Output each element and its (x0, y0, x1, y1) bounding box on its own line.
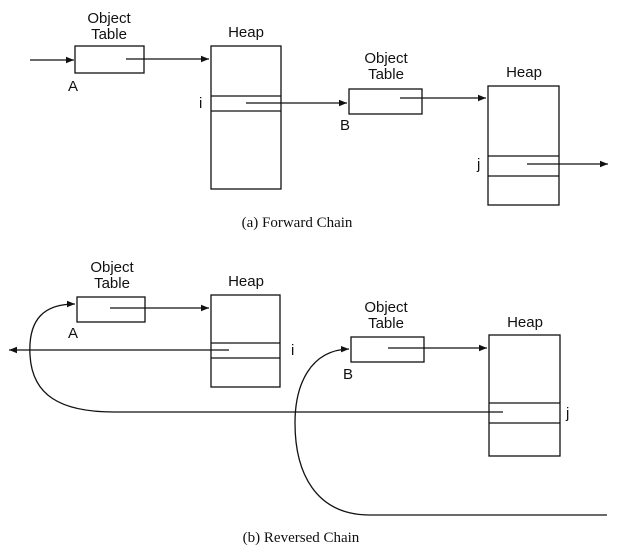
pointer-j-to-a-curve (29, 300, 503, 413)
label-i-rev: i (291, 342, 295, 359)
label-j: j (477, 156, 481, 173)
heap-label-1-rev: Heap (228, 273, 264, 290)
object-table-label-2-rev-line1: Object Table (364, 299, 408, 332)
label-a: A (68, 78, 79, 95)
label-j-rev: j (566, 405, 570, 422)
object-table-label-1-rev: Object Table (90, 260, 133, 292)
heap-label-2-rev: Heap (507, 314, 543, 331)
caption-forward-chain: (a) Forward Chain (241, 215, 353, 231)
heap-box-2 (487, 85, 560, 206)
label-a-rev: A (68, 325, 79, 342)
label-b-rev: B (343, 366, 354, 383)
label-i: i (199, 95, 203, 112)
heap-box-1-rev (210, 294, 281, 388)
object-table-label-2: Object Table (364, 51, 407, 83)
heap-box-1 (210, 45, 282, 190)
object-table-label-1: Object Table (87, 11, 130, 43)
heap-label-2: Heap (506, 64, 542, 81)
object-table-label-2-line1: Object Table (364, 50, 408, 83)
object-table-box-b-rev (350, 336, 425, 363)
label-b: B (340, 117, 351, 134)
object-table-box-b (348, 88, 423, 115)
caption-reversed-chain: (b) Reversed Chain (242, 530, 360, 546)
heap-label-1: Heap (228, 24, 264, 41)
object-table-label-2-rev: Object Table (364, 300, 407, 332)
pointer-in-to-b-curve (294, 346, 607, 516)
heap-box-2-rev (488, 334, 561, 457)
object-table-label-1-rev-line1: Object Table (90, 259, 134, 292)
object-table-label-1-line1: Object Table (87, 10, 131, 43)
object-table-box-a-rev (76, 296, 146, 323)
